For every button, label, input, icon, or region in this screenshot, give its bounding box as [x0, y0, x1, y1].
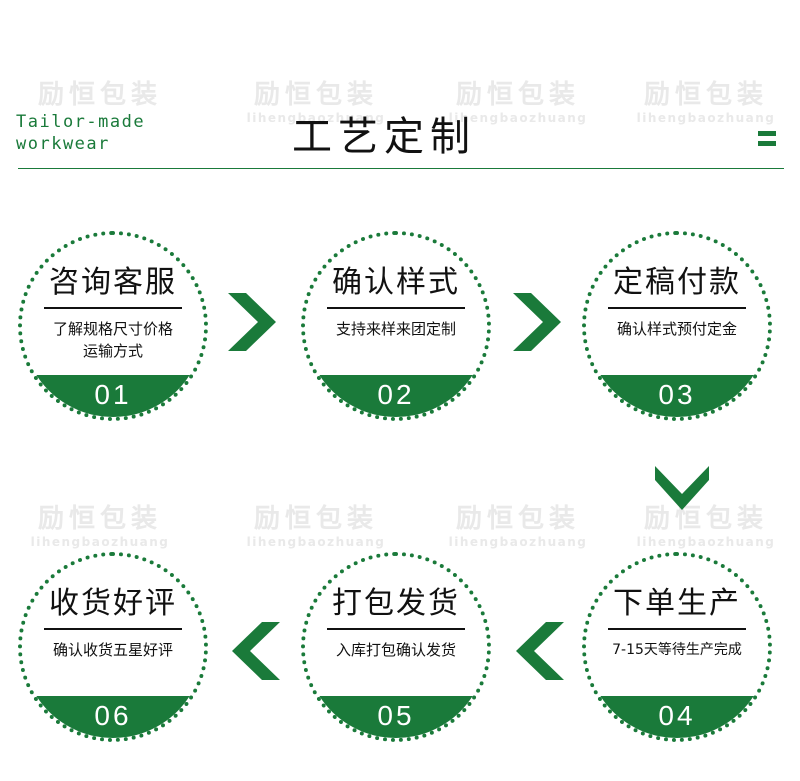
watermark: 励恒包装 lihengbaozhuang: [20, 504, 180, 550]
step-5: 打包发货 入库打包确认发货 05: [301, 552, 491, 742]
watermark: 励恒包装 lihengbaozhuang: [626, 504, 786, 550]
chevron-left-icon: [232, 622, 280, 680]
step-number-band: [22, 375, 204, 417]
watermark-cn: 励恒包装: [643, 504, 768, 534]
watermark-en: lihengbaozhuang: [246, 535, 386, 549]
step-title: 确认样式: [332, 265, 460, 300]
page-title: 工艺定制: [292, 114, 476, 160]
step-rule: [327, 307, 465, 309]
watermark-en: lihengbaozhuang: [448, 535, 588, 549]
subtitle-line-1: Tailor-made: [16, 112, 146, 132]
watermark: 励恒包装 lihengbaozhuang: [236, 80, 396, 126]
step-title: 咨询客服: [49, 265, 177, 300]
step-number-band: [22, 696, 204, 738]
chevron-right-icon: [228, 293, 276, 351]
watermark-cn: 励恒包装: [455, 80, 580, 110]
step-number-band: [305, 696, 487, 738]
chevron-down-icon: [655, 466, 709, 510]
watermark: 励恒包装 lihengbaozhuang: [236, 504, 396, 550]
step-title: 下单生产: [613, 586, 741, 621]
header-subtitle: Tailor-made workwear: [16, 111, 145, 155]
step-desc: 了解规格尺寸价格 运输方式: [52, 320, 173, 360]
step-number: 05: [377, 700, 415, 731]
step-number: 01: [94, 379, 132, 410]
watermark-cn: 励恒包装: [253, 80, 378, 110]
step-desc: 支持来样来团定制: [335, 320, 456, 338]
step-1: 咨询客服 了解规格尺寸价格 运输方式 01: [18, 231, 208, 421]
step-2: 确认样式 支持来样来团定制 02: [301, 231, 491, 421]
step-title: 定稿付款: [613, 265, 741, 300]
subtitle-line-2: workwear: [16, 134, 110, 154]
step-3: 定稿付款 确认样式预付定金 03: [582, 231, 772, 421]
step-rule: [44, 307, 182, 309]
step-desc: 7-15天等待生产完成: [612, 642, 742, 658]
watermark: 励恒包装 lihengbaozhuang: [438, 80, 598, 126]
chevron-left-icon: [516, 622, 564, 680]
step-6: 收货好评 确认收货五星好评 06: [18, 552, 208, 742]
step-rule: [608, 307, 746, 309]
watermark-cn: 励恒包装: [37, 80, 162, 110]
watermark-en: lihengbaozhuang: [30, 535, 170, 549]
step-4: 下单生产 7-15天等待生产完成 04: [582, 552, 772, 742]
watermark-en: lihengbaozhuang: [448, 111, 588, 125]
header-divider: [18, 168, 784, 169]
watermark-en: lihengbaozhuang: [636, 535, 776, 549]
step-rule: [608, 628, 746, 630]
step-rule: [44, 628, 182, 630]
step-desc: 入库打包确认发货: [335, 641, 456, 659]
step-number-band: [586, 375, 768, 417]
step-desc: 确认收货五星好评: [52, 641, 173, 659]
step-desc: 确认样式预付定金: [616, 320, 737, 338]
watermark-cn: 励恒包装: [455, 504, 580, 534]
step-rule: [327, 628, 465, 630]
watermark-cn: 励恒包装: [37, 504, 162, 534]
watermark: 励恒包装 lihengbaozhuang: [626, 80, 786, 126]
step-number: 02: [377, 379, 415, 410]
step-number-band: [586, 696, 768, 738]
chevron-right-icon: [513, 293, 561, 351]
watermark-cn: 励恒包装: [253, 504, 378, 534]
watermark: 励恒包装: [20, 80, 180, 110]
step-number: 04: [658, 700, 696, 731]
watermark-en: lihengbaozhuang: [246, 111, 386, 125]
watermark: 励恒包装 lihengbaozhuang: [438, 504, 598, 550]
watermark-en: lihengbaozhuang: [636, 111, 776, 125]
step-number-band: [305, 375, 487, 417]
step-number: 06: [94, 700, 132, 731]
step-number: 03: [658, 379, 696, 410]
step-title: 收货好评: [49, 586, 177, 621]
watermark-cn: 励恒包装: [643, 80, 768, 110]
step-title: 打包发货: [332, 586, 460, 621]
decoration-bars: [758, 131, 776, 151]
